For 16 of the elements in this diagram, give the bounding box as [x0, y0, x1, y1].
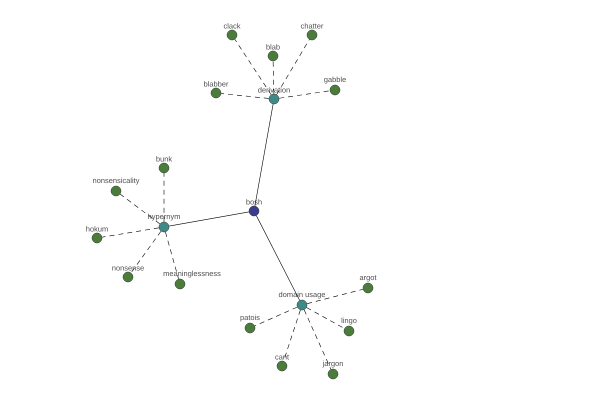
dashed-link — [165, 232, 179, 280]
dashed-link — [220, 93, 270, 99]
dashed-link — [102, 228, 160, 238]
link-line — [254, 104, 274, 206]
dashed-link — [254, 306, 298, 326]
dashed-link — [276, 39, 310, 95]
dashed-link — [120, 194, 160, 224]
dashed-link — [234, 39, 272, 95]
dashed-link — [278, 90, 330, 99]
dashed-link — [304, 310, 332, 370]
link-line — [256, 215, 300, 301]
dashed-link — [130, 230, 162, 274]
dashed-link — [272, 60, 274, 94]
dashed-link — [306, 307, 345, 329]
link-line — [168, 212, 250, 226]
dashed-link — [306, 289, 364, 304]
